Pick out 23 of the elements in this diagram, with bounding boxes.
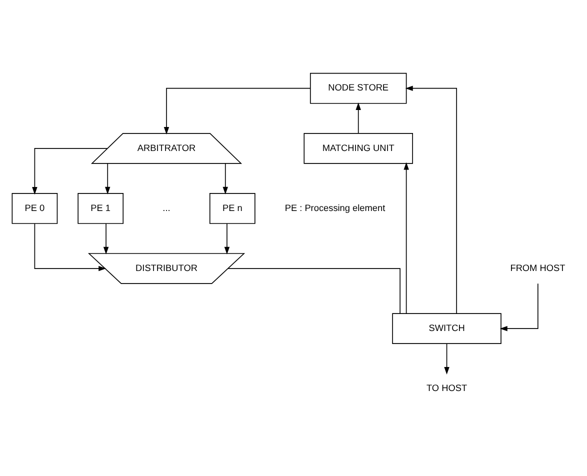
node-box: PE 1 [78, 192, 124, 224]
arrow [104, 162, 110, 194]
connector [228, 268, 400, 314]
arrow [405, 85, 457, 314]
arrow [356, 102, 361, 134]
arrow [222, 162, 228, 194]
arrow [34, 222, 106, 271]
node-box: SWITCH [392, 312, 502, 344]
node-box: PE n [209, 192, 256, 224]
node-box: NODE STORE [310, 72, 407, 104]
arrow [224, 222, 230, 254]
node-text: TO HOST [426, 382, 468, 392]
arrow [103, 222, 109, 254]
arrow [404, 162, 409, 314]
arrow [444, 342, 450, 374]
label: PE : Processing element [284, 202, 386, 212]
arrow [500, 282, 538, 331]
node-text: FROM HOST [510, 262, 566, 272]
arrow [32, 148, 108, 194]
node-box: PE 0 [12, 192, 58, 224]
label: ... [162, 202, 170, 212]
node-box: MATCHING UNIT [304, 132, 413, 164]
arrow [164, 87, 311, 134]
